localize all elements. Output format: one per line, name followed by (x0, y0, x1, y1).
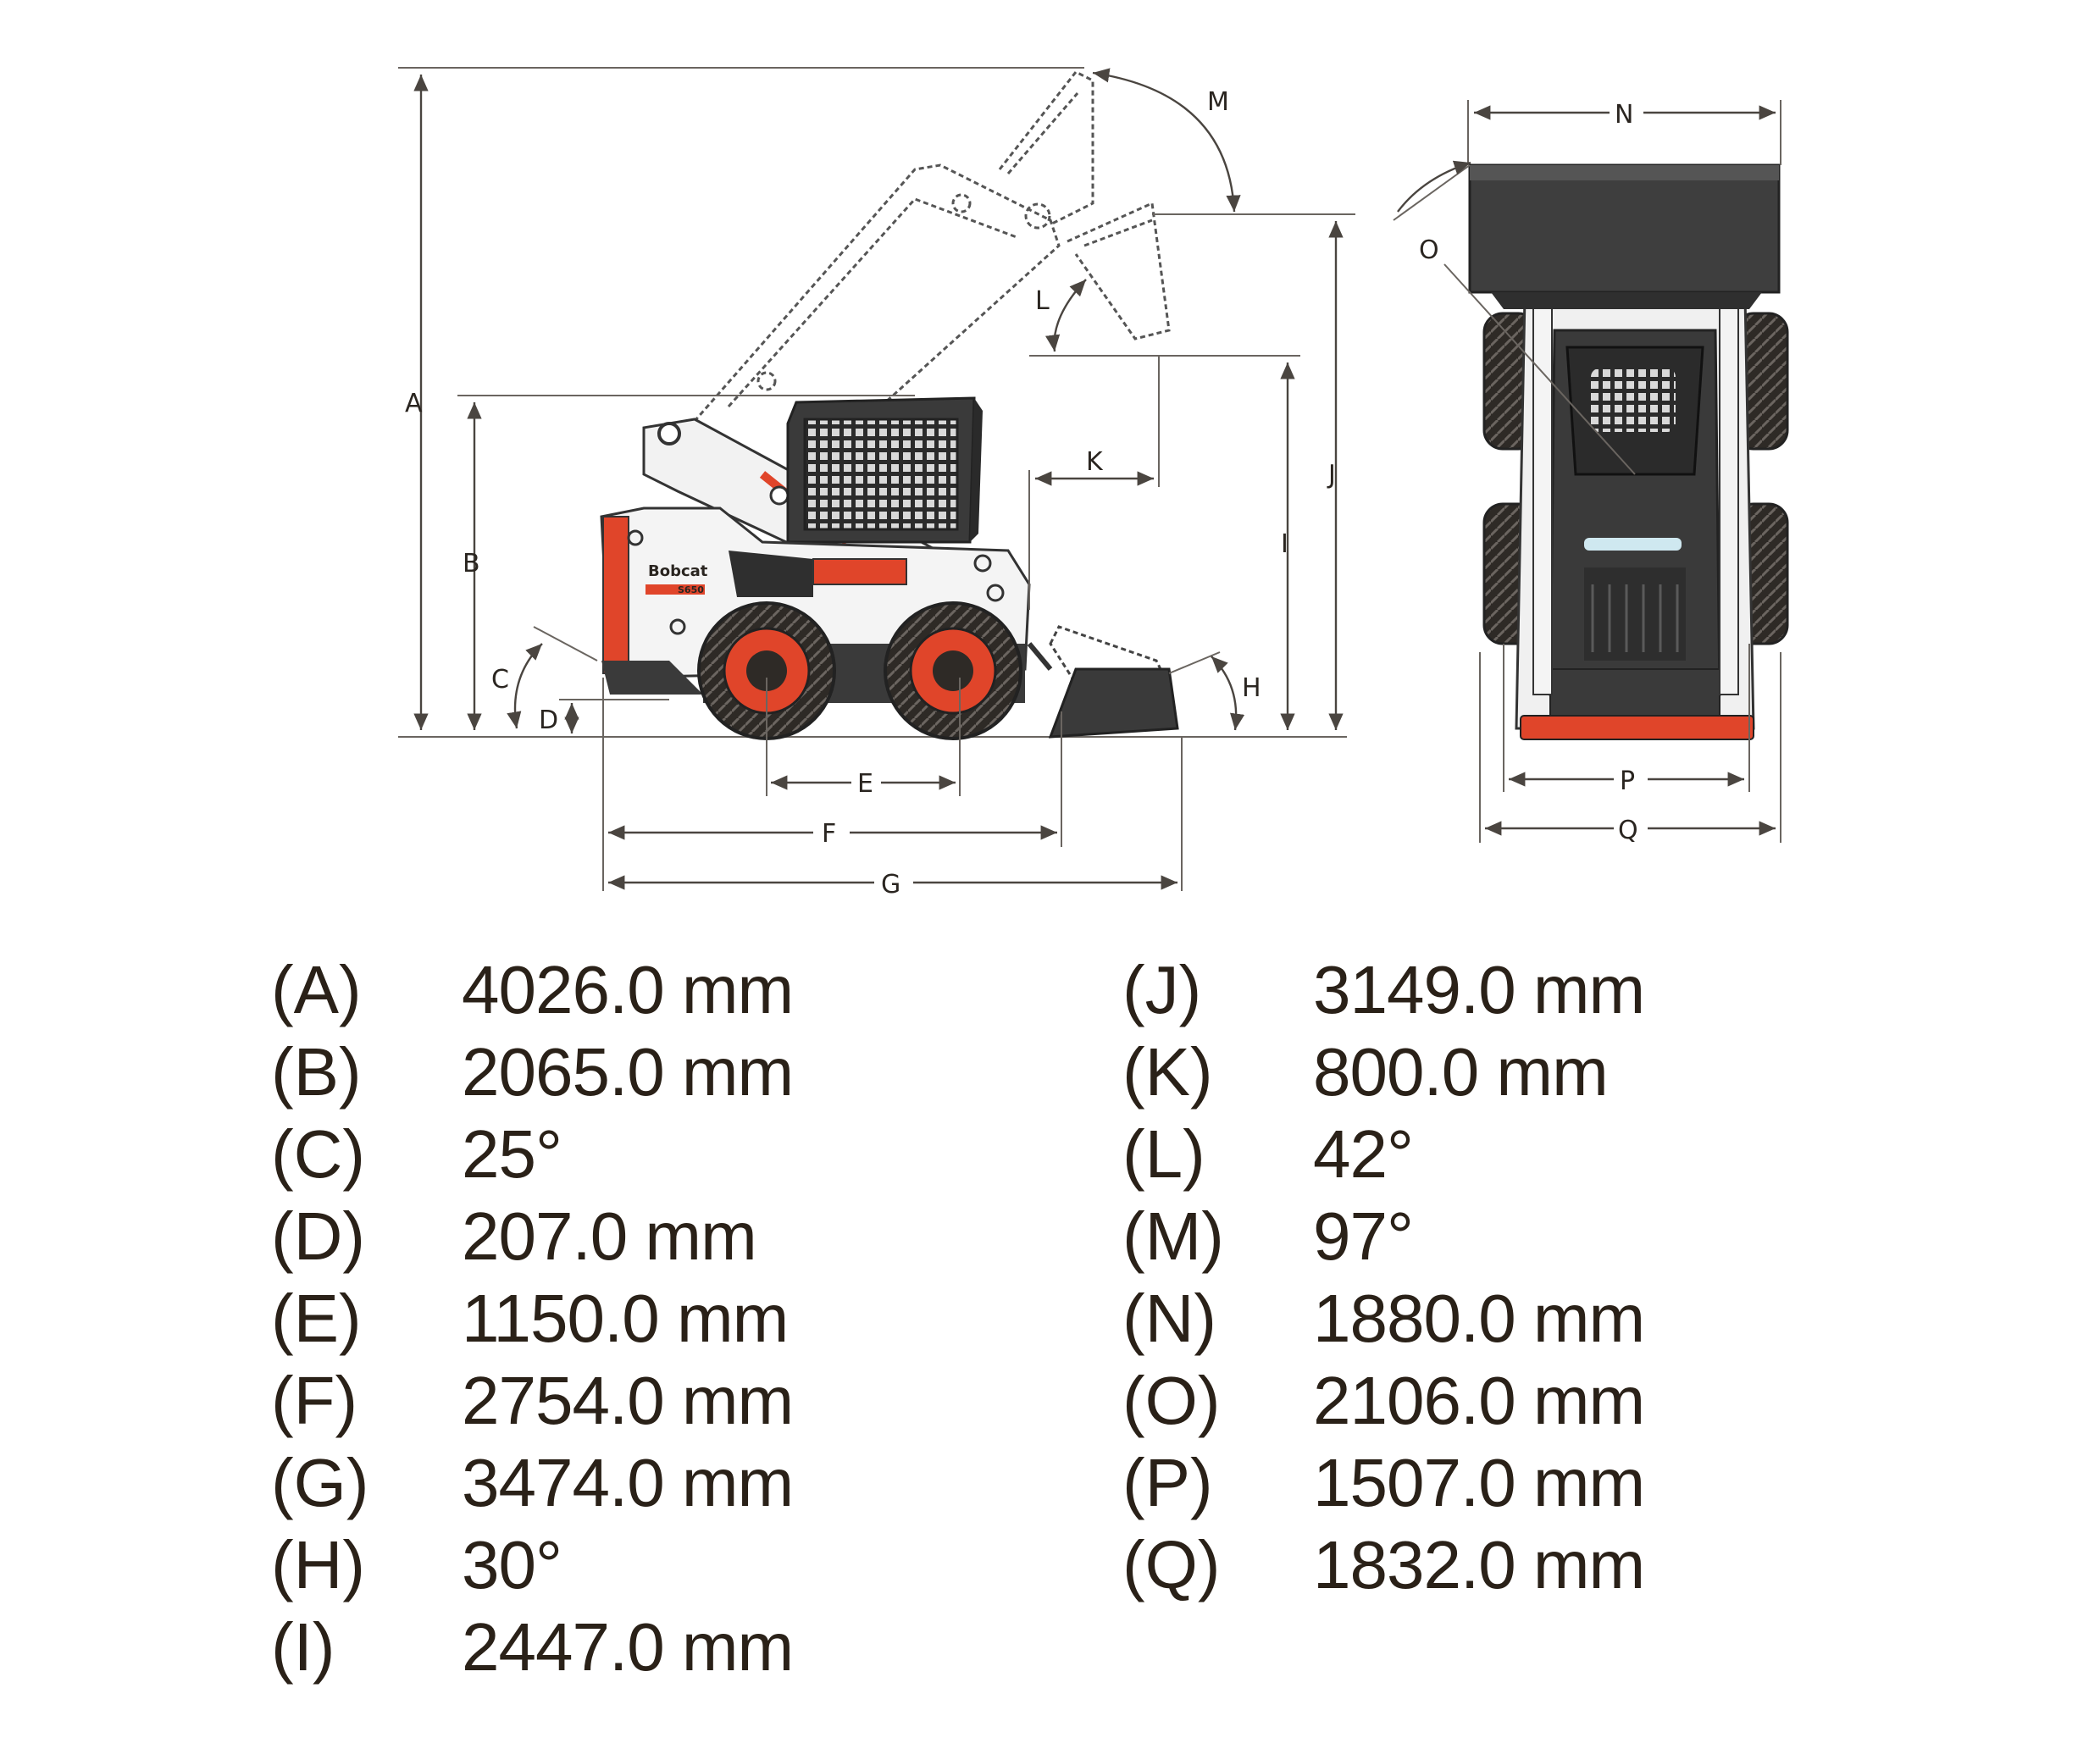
dimension-label-f: F (822, 819, 836, 849)
dimension-label-n: N (1615, 100, 1633, 130)
tires (697, 601, 1022, 740)
side-view: Bobcat S650 A (398, 67, 1355, 898)
dimension-label-a: A (405, 389, 423, 418)
dimension-label-c: C (491, 665, 509, 695)
raised-arm-ghost (676, 70, 1171, 484)
model-decal-text: S650 (678, 584, 704, 595)
dimension-label-b: B (463, 549, 480, 578)
specifications-list: (A)4026.0 mm (B)2065.0 mm (C)25° (D)207.… (271, 952, 1645, 1685)
brand-logo-text: Bobcat (648, 562, 708, 580)
bucket (1027, 625, 1179, 739)
dimension-label-p: P (1620, 767, 1635, 796)
dimension-label-o: O (1419, 235, 1439, 265)
cab (786, 396, 983, 544)
dimension-label-j: J (1327, 460, 1336, 490)
dimension-label-q: Q (1618, 816, 1638, 845)
dimension-label-e: E (857, 769, 873, 799)
dimension-label-g: G (881, 870, 900, 898)
dimension-label-i: I (1281, 529, 1288, 559)
dimension-label-k: K (1086, 447, 1104, 477)
dimension-label-m: M (1207, 87, 1229, 117)
dimension-label-d: D (539, 706, 558, 735)
front-view: N O P Q (1393, 100, 1789, 845)
skid-steer-dimension-diagram: Bobcat S650 A (398, 67, 1789, 898)
dimension-label-l: L (1035, 286, 1050, 316)
dimension-label-h: H (1242, 673, 1261, 703)
